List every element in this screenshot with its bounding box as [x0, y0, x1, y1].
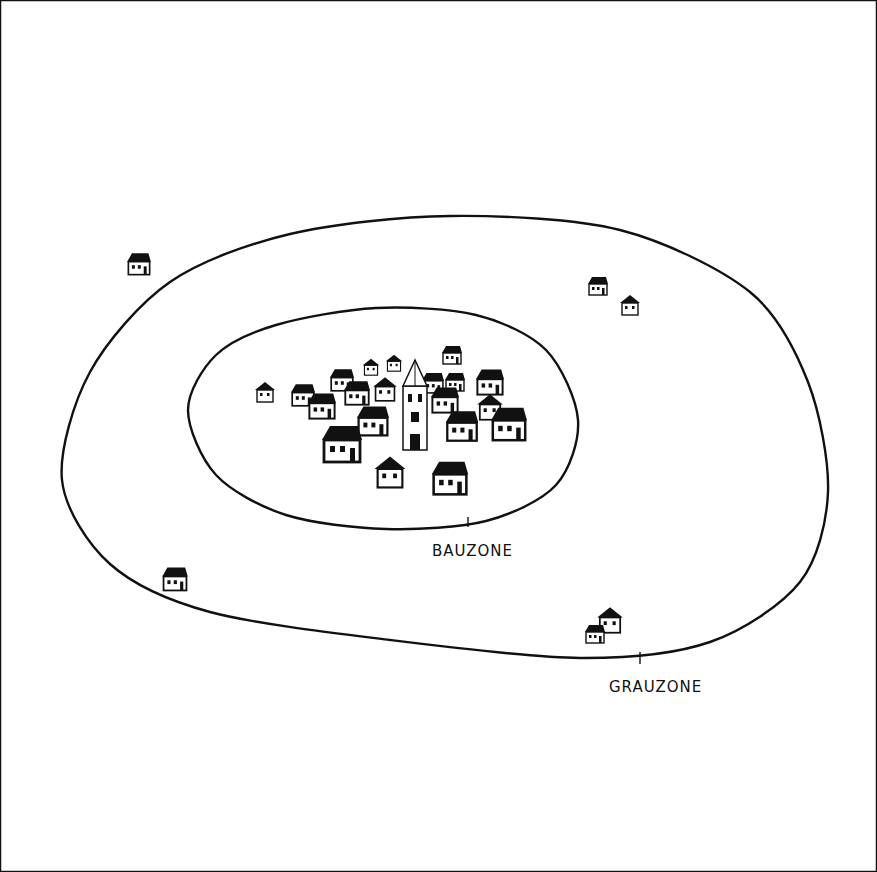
zone-region: BAUZONE	[186, 305, 582, 532]
house	[127, 253, 151, 274]
village	[255, 346, 527, 494]
label-tick	[467, 517, 468, 527]
zone-region: GRAUZONEBAUZONE	[60, 212, 832, 668]
house	[620, 295, 640, 315]
house	[585, 625, 605, 643]
label-tick	[639, 652, 640, 664]
zone-outline	[60, 212, 832, 668]
house	[162, 568, 187, 591]
zone-name: BAUZONE	[430, 542, 515, 560]
zone-boundary	[188, 308, 578, 530]
zone-outline	[186, 305, 582, 532]
zone-boundary	[62, 216, 828, 658]
zone-name: GRAUZONE	[607, 678, 704, 696]
house	[588, 277, 608, 295]
